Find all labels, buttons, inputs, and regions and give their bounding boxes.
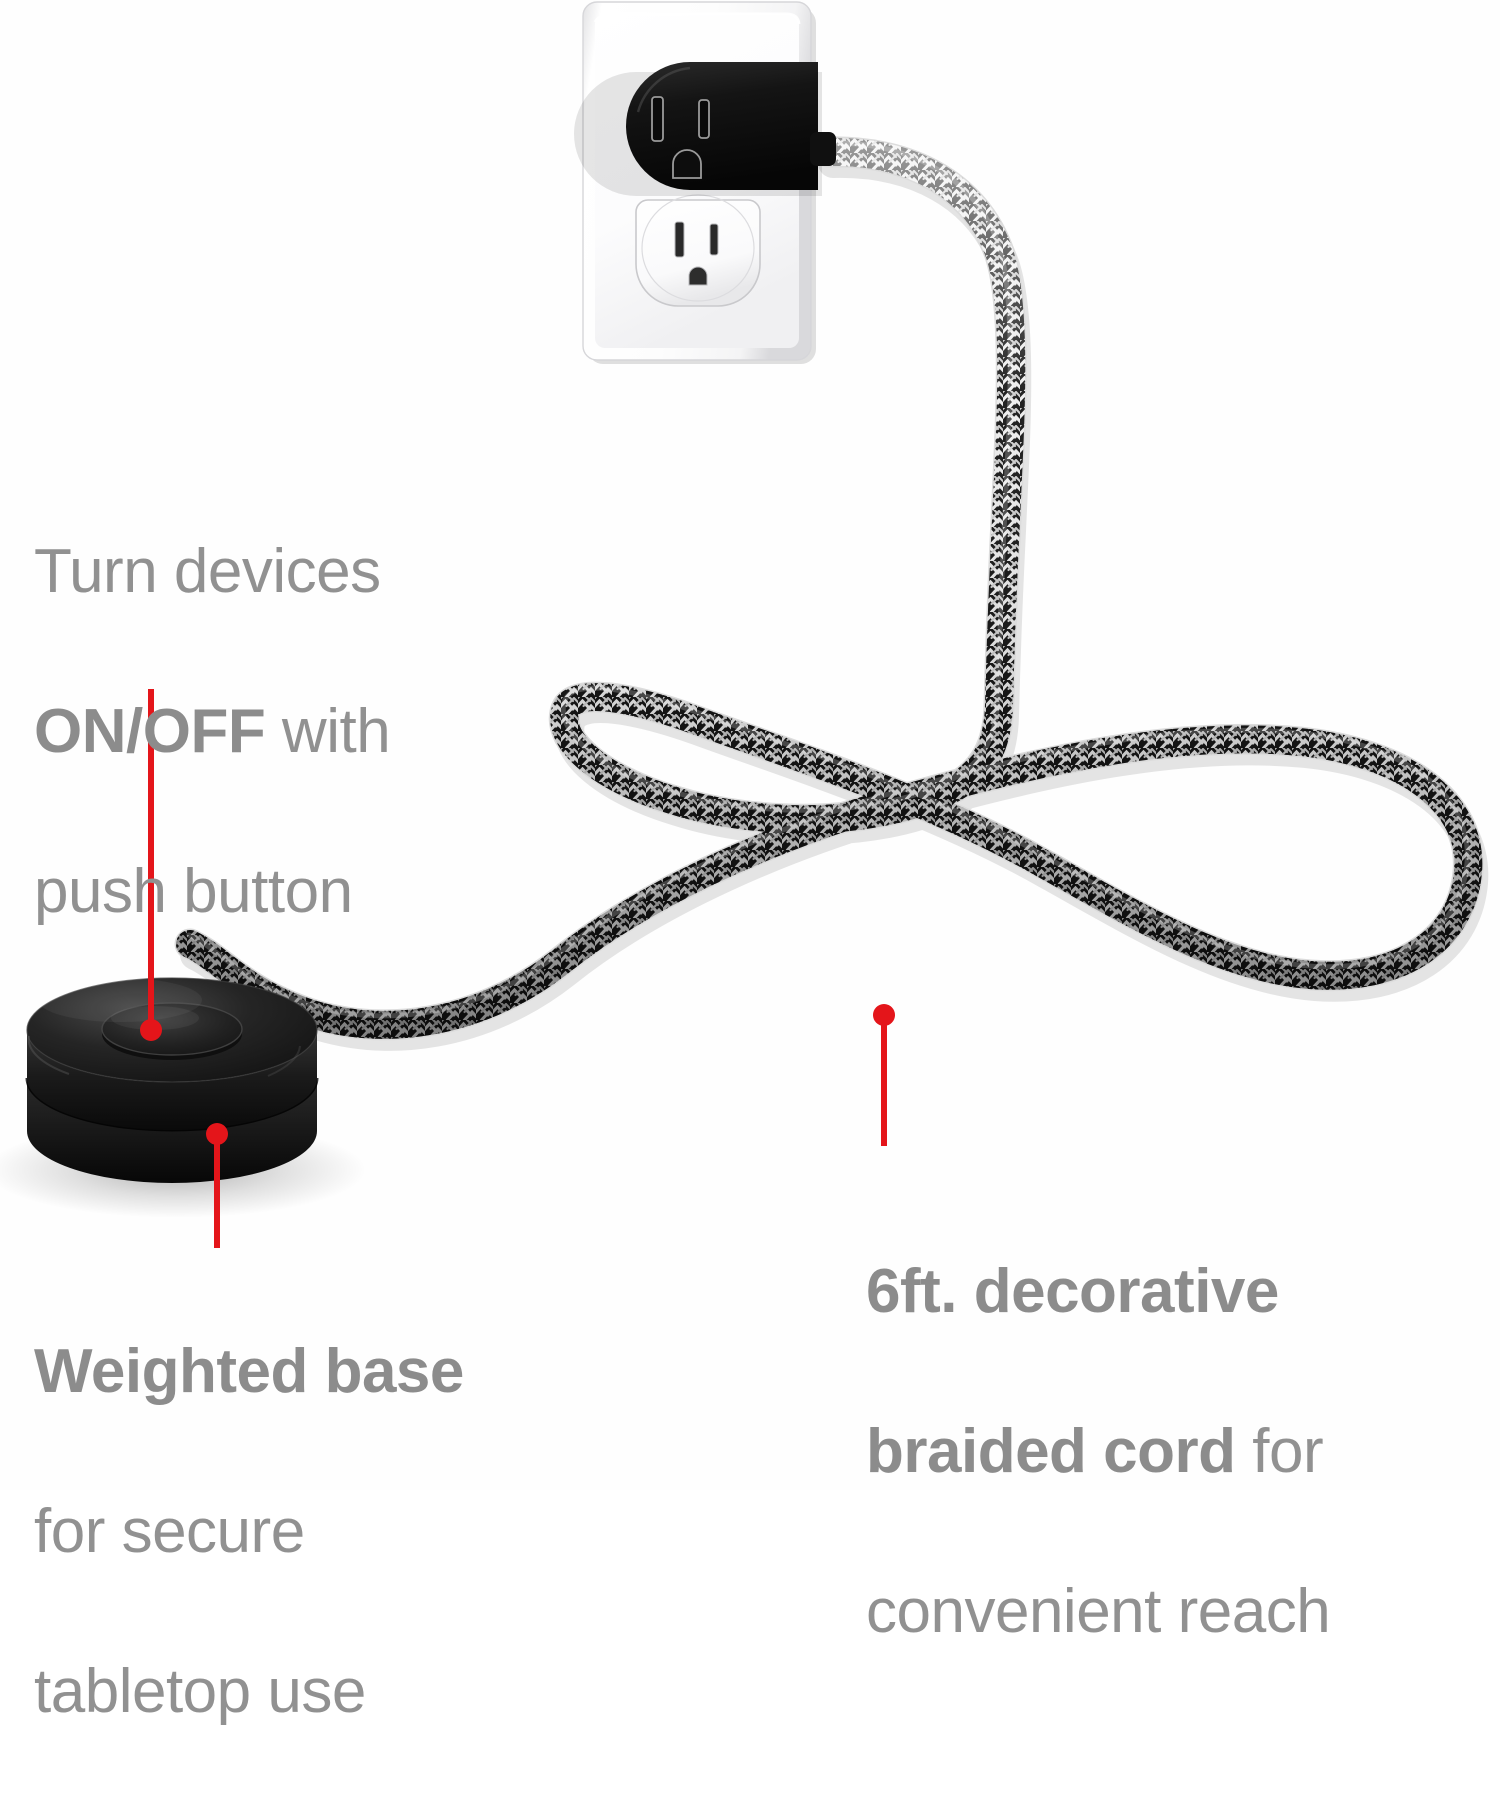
callout-line: Weighted base bbox=[34, 1332, 594, 1412]
callout-suffix: with bbox=[265, 697, 391, 766]
callout-line: ON/OFF with bbox=[34, 692, 554, 772]
receptacle-neutral-slot bbox=[675, 222, 684, 257]
leader-push-button bbox=[140, 689, 162, 1041]
callout-line: for secure bbox=[34, 1497, 305, 1566]
weighted-base-callout: Weighted base for secure tabletop use bbox=[34, 1252, 594, 1812]
inline-foot-switch-puck bbox=[0, 977, 366, 1218]
leader-weighted-base bbox=[206, 1123, 228, 1248]
push-button-top bbox=[102, 1003, 242, 1055]
black-plug-adapter bbox=[574, 62, 836, 196]
callout-emphasis: 6ft. decorative bbox=[866, 1257, 1279, 1326]
callout-line: convenient reach bbox=[866, 1577, 1331, 1646]
callout-suffix: for bbox=[1235, 1417, 1324, 1486]
adapter-ground-slot bbox=[672, 149, 702, 179]
leader-dot-weighted-base bbox=[206, 1123, 228, 1145]
leader-dot-push-button bbox=[140, 1019, 162, 1041]
wall-receptacle bbox=[635, 194, 761, 307]
callout-emphasis: ON/OFF bbox=[34, 697, 266, 766]
callout-line: push button bbox=[34, 857, 353, 926]
callout-line: 6ft. decorative bbox=[866, 1252, 1486, 1332]
leader-dot-braided-cord bbox=[873, 1004, 895, 1026]
turn-devices-on-off-callout: Turn devices ON/OFF with push button bbox=[34, 452, 554, 1012]
receptacle-hot-slot bbox=[710, 224, 718, 255]
callout-emphasis: braided cord bbox=[866, 1417, 1236, 1486]
callout-line: braided cord for bbox=[866, 1412, 1486, 1492]
braided-cord-callout: 6ft. decorative braided cord for conveni… bbox=[866, 1172, 1486, 1732]
infographic-canvas: Turn devices ON/OFF with push button Wei… bbox=[0, 1, 1500, 1726]
callout-emphasis: Weighted base bbox=[34, 1337, 464, 1406]
product-illustration bbox=[0, 1, 1500, 1248]
callout-line: Turn devices bbox=[34, 537, 381, 606]
receptacle-ground-slot bbox=[689, 267, 707, 285]
callout-line: tabletop use bbox=[34, 1657, 366, 1726]
adapter-hot-slot bbox=[698, 99, 710, 139]
adapter-neutral-slot bbox=[651, 96, 664, 142]
leader-braided-cord bbox=[873, 1004, 895, 1146]
